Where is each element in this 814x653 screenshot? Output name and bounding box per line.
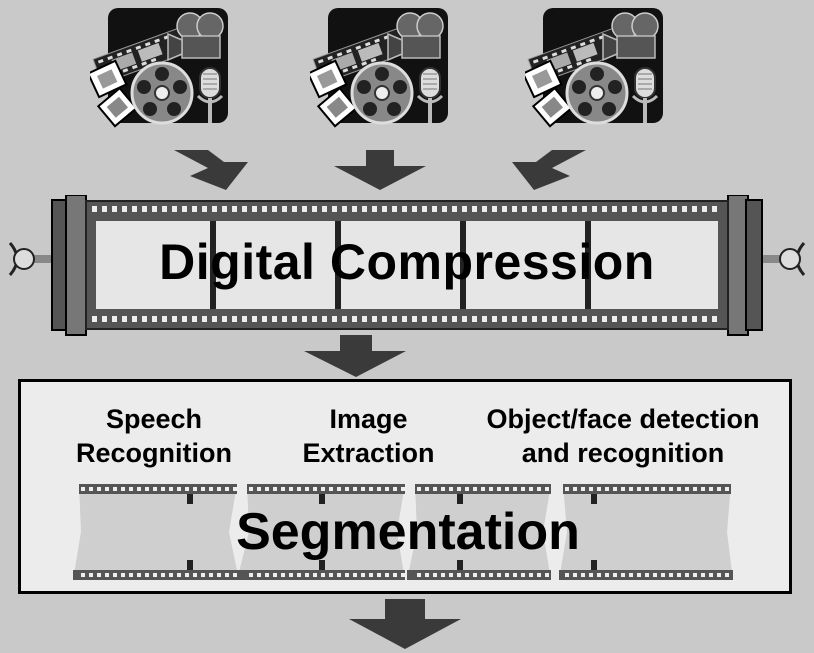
right-roller-handle-icon xyxy=(754,242,806,276)
multimedia-clipart-icon xyxy=(310,8,450,128)
multimedia-clipart-icon xyxy=(90,8,230,128)
segmentation-label: Segmentation xyxy=(236,503,580,561)
segmented-film-strips xyxy=(73,484,733,580)
input-arrow-right-icon xyxy=(512,150,586,190)
multimedia-clipart-icon xyxy=(525,8,665,128)
input-arrow-left-icon xyxy=(174,150,248,190)
compression-film-roll xyxy=(8,195,806,336)
digital-compression-label: Digital Compression xyxy=(159,234,655,290)
left-roller-handle-icon xyxy=(8,242,60,276)
compression-to-segmentation-arrow-icon xyxy=(304,335,406,377)
output-arrow-icon xyxy=(349,599,461,649)
input-arrow-center-icon xyxy=(334,150,426,190)
